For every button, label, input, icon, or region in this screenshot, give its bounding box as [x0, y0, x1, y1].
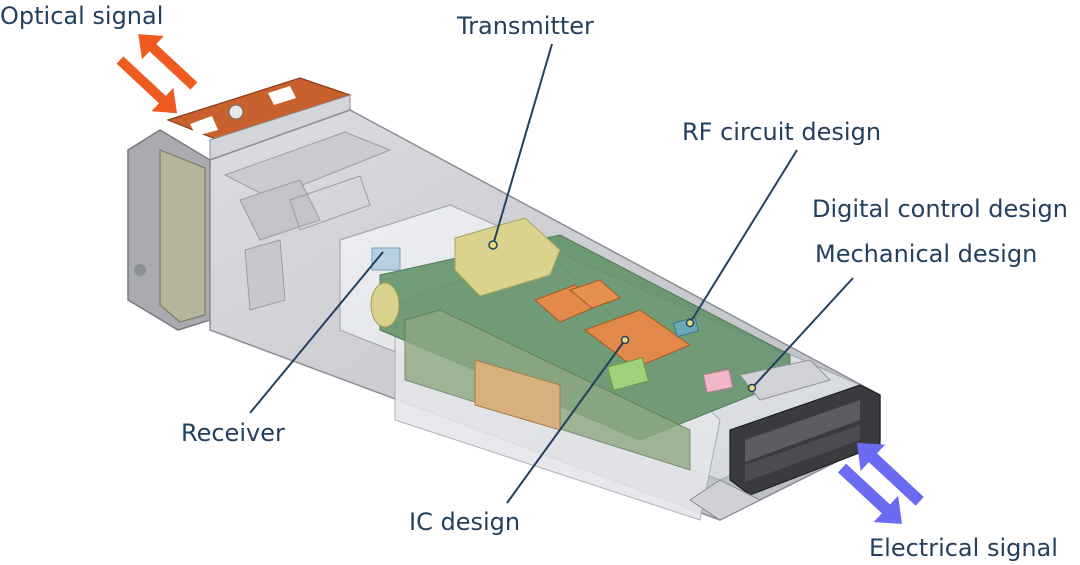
- optical-signal-arrows: [116, 34, 198, 114]
- leader-receiver: [249, 251, 384, 414]
- optical-arrow-in: [116, 56, 178, 114]
- endpoint-transmitter: [488, 240, 498, 250]
- leader-ic-design: [506, 339, 626, 504]
- label-rf-circuit-design: RF circuit design: [682, 118, 882, 146]
- label-electrical-signal: Electrical signal: [869, 534, 1058, 562]
- leader-lines: [249, 43, 854, 504]
- electrical-arrow-in: [856, 442, 924, 506]
- electrical-signal-arrows: [837, 442, 924, 524]
- leader-rf-circuit: [689, 149, 798, 324]
- leader-transmitter: [492, 43, 553, 246]
- endpoint-ic-design: [620, 335, 630, 345]
- optical-arrow-out: [138, 34, 198, 90]
- label-transmitter: Transmitter: [457, 12, 594, 40]
- label-mechanical-design: Mechanical design: [815, 240, 1038, 268]
- leader-endpoints: [488, 240, 757, 393]
- label-receiver: Receiver: [181, 419, 285, 447]
- label-digital-control-design: Digital control design: [812, 195, 1068, 223]
- front-bezel: [127, 129, 211, 331]
- electrical-arrow-out: [837, 463, 902, 524]
- endpoint-mechanical: [747, 383, 757, 393]
- internal-components: [370, 217, 831, 471]
- leader-mechanical: [751, 277, 854, 389]
- label-ic-design: IC design: [409, 508, 521, 536]
- endpoint-rf-circuit: [685, 318, 695, 328]
- label-optical-signal: Optical signal: [0, 2, 164, 30]
- electrical-connector: [689, 384, 881, 521]
